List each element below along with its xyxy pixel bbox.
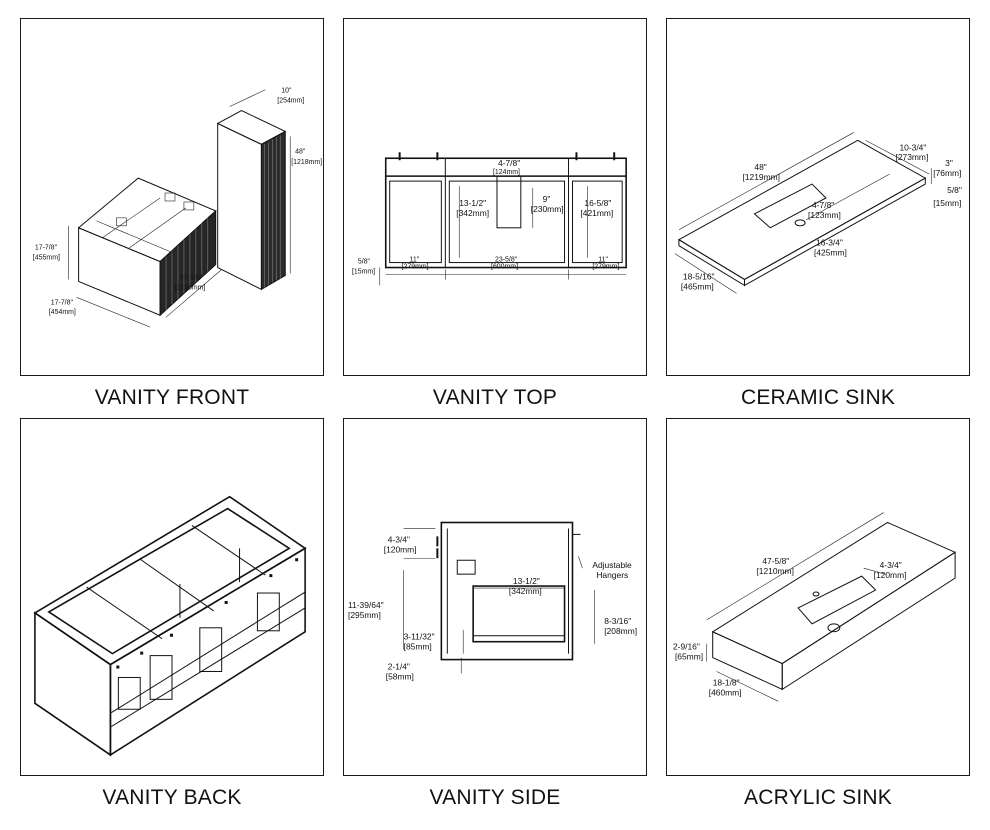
caption-vanity-side: VANITY SIDE: [429, 786, 561, 809]
front-side-in: 17-7/8": [35, 245, 58, 252]
ceramic-dim-f-in: 16-3/4": [816, 238, 843, 248]
panel-vanity-top: 4-7/8" [124mm] 13-1/2" [342mm] 9" [230mm…: [343, 18, 647, 376]
top-dim-a-in: 4-7/8": [498, 158, 520, 168]
vanity-side-drawing: 4-3/4" [120mm] Adjustable Hangers 13-1/2…: [348, 521, 637, 681]
acrylic-dim-b-mm: [120mm]: [874, 570, 907, 580]
ceramic-dim-f-mm: [425mm]: [814, 248, 847, 258]
side-outline: [440, 521, 574, 661]
top-drain-cutout: [496, 175, 522, 229]
front-width-mm: [1196mm]: [175, 284, 205, 291]
front-height-in: 48": [295, 148, 306, 155]
top-dim-g-in: 23-5/8": [495, 257, 518, 264]
acrylic-dim-c-in: 2-9/16": [673, 642, 700, 652]
caption-vanity-back: VANITY BACK: [102, 786, 242, 809]
side-dim-c-mm: [295mm]: [348, 610, 381, 620]
panel-vanity-front: 10" [254mm] 48" [1218mm] 17-7/8" [455mm]…: [20, 18, 324, 376]
top-dim-d-in: 16-5/8": [584, 198, 611, 208]
top-dim-e-in: 5/8": [358, 259, 371, 266]
front-width-in: 47-1/8": [180, 274, 203, 281]
ceramic-dim-a-in: 48": [754, 162, 766, 172]
top-dim-c-mm: [230mm]: [531, 204, 564, 214]
acrylic-side-edge: [781, 551, 956, 691]
acrylic-dim-d-in: 18-1/8": [713, 677, 740, 687]
side-dim-f-in: 2-1/4": [388, 662, 410, 672]
ceramic-dim-g-mm: [465mm]: [681, 281, 714, 291]
top-dim-f-in: 11": [410, 257, 420, 264]
ceramic-sink-drawing: 48" [1219mm] 10-3/4" [273mm] 3" [76mm] 5…: [674, 132, 962, 294]
ceramic-dim-g-in: 18-5/16": [683, 271, 715, 281]
vanity-back-drawing: [33, 495, 307, 757]
side-dim-b-in: 13-1/2": [513, 576, 540, 586]
ceramic-side-edge: [743, 177, 926, 287]
panel-acrylic-sink: 47-5/8" [1210mm] 4-3/4" [120mm] 2-9/16" …: [666, 418, 970, 776]
side-dim-a-in: 4-3/4": [388, 534, 410, 544]
side-dim-b-mm: [342mm]: [509, 586, 542, 596]
ceramic-basin: [753, 183, 827, 229]
top-dim-e-mm: [15mm]: [352, 268, 375, 275]
side-dim-d-in: 8-3/16": [604, 616, 631, 626]
front-depth-mm: [254mm]: [277, 98, 304, 105]
caption-ceramic-sink: CERAMIC SINK: [740, 386, 896, 409]
acrylic-sink-drawing: 47-5/8" [1210mm] 4-3/4" [120mm] 2-9/16" …: [673, 512, 957, 702]
acrylic-top-face: [711, 521, 957, 665]
front-bottom-in: 17-7/8": [51, 299, 74, 306]
acrylic-dim-a-mm: [1210mm]: [756, 566, 794, 576]
tall-cabinet-front: [260, 130, 286, 291]
side-hangers-line2: Hangers: [596, 570, 628, 580]
side-dim-a-mm: [120mm]: [384, 544, 417, 554]
ceramic-dim-d-mm: [15mm]: [933, 198, 961, 208]
top-dim-b-mm: [342mm]: [456, 208, 489, 218]
side-hangers-line1: Adjustable: [592, 560, 632, 570]
top-dim-h-mm: [279mm]: [592, 264, 619, 271]
ceramic-dim-e-in: 4-7/8": [812, 200, 834, 210]
acrylic-dim-d-mm: [460mm]: [709, 687, 742, 697]
acrylic-dim-a-in: 47-5/8": [762, 556, 789, 566]
vanity-front-face: [159, 209, 217, 317]
front-side-mm: [455mm]: [33, 255, 60, 262]
ceramic-dim-b-in: 10-3/4": [899, 142, 926, 152]
panel-ceramic-sink: 48" [1219mm] 10-3/4" [273mm] 3" [76mm] 5…: [666, 18, 970, 376]
caption-acrylic-sink: ACRYLIC SINK: [744, 786, 892, 809]
back-left-side: [34, 611, 112, 757]
vanity-front-drawing: 10" [254mm] 48" [1218mm] 17-7/8" [455mm]…: [33, 88, 322, 328]
vanity-top-drawing: 4-7/8" [124mm] 13-1/2" [342mm] 9" [230mm…: [352, 152, 627, 286]
panel-vanity-back: [20, 418, 324, 776]
top-dim-c-in: 9": [543, 194, 551, 204]
panel-vanity-side: 4-3/4" [120mm] Adjustable Hangers 13-1/2…: [343, 418, 647, 776]
side-drawer: [472, 585, 566, 643]
acrylic-dim-b-in: 4-3/4": [880, 560, 902, 570]
front-bottom-mm: [454mm]: [49, 309, 76, 316]
tall-cabinet-side: [217, 122, 262, 291]
vanity-left-side: [78, 227, 161, 316]
side-dim-d-mm: [208mm]: [604, 626, 637, 636]
ceramic-dim-d-in: 5/8": [947, 185, 962, 195]
top-outline: [384, 157, 627, 269]
front-depth-in: 10": [281, 88, 292, 95]
side-dim-f-mm: [58mm]: [386, 671, 414, 681]
acrylic-basin: [797, 575, 877, 625]
acrylic-dim-c-mm: [65mm]: [675, 652, 703, 662]
top-dim-d-mm: [421mm]: [580, 208, 613, 218]
top-dim-a-mm: [124mm]: [493, 169, 520, 176]
side-dim-e-mm: [85mm]: [404, 642, 432, 652]
top-dim-f-mm: [279mm]: [402, 264, 429, 271]
caption-vanity-top: VANITY TOP: [432, 386, 558, 409]
ceramic-dim-c-mm: [76mm]: [933, 168, 961, 178]
ceramic-dim-e-mm: [123mm]: [808, 210, 841, 220]
side-dim-e-in: 3-11/32": [404, 632, 435, 642]
top-dim-g-mm: [600mm]: [491, 264, 518, 271]
top-dim-b-in: 13-1/2": [459, 198, 486, 208]
front-height-mm: [1218mm]: [291, 159, 322, 166]
caption-vanity-front: VANITY FRONT: [94, 386, 250, 409]
ceramic-dim-c-in: 3": [945, 158, 953, 168]
top-dim-h-in: 11": [598, 257, 608, 264]
ceramic-dim-b-mm: [273mm]: [895, 152, 928, 162]
side-dim-c-in: 11-39/64": [348, 600, 384, 610]
ceramic-dim-a-mm: [1219mm]: [743, 172, 781, 182]
back-face: [109, 546, 306, 757]
